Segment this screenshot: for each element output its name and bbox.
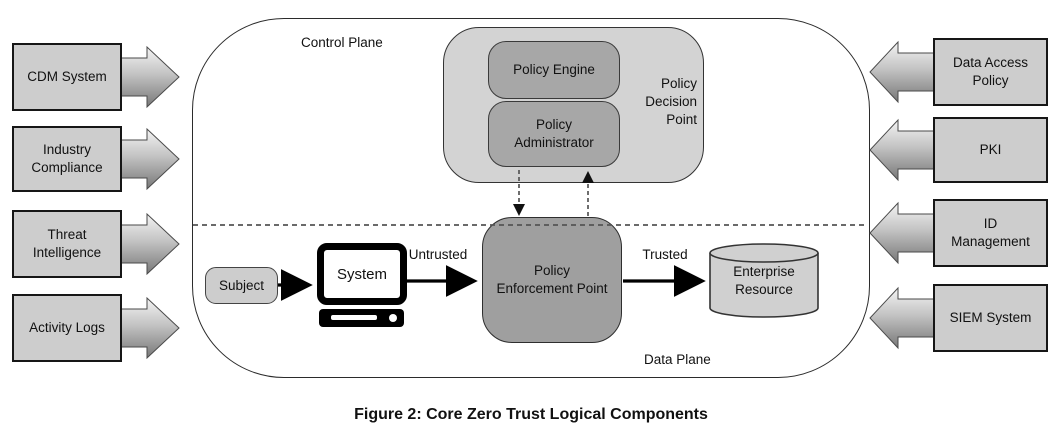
policy-decision-point-label: Policy Decision Point (645, 76, 697, 127)
input-arrow-icon (869, 286, 936, 350)
source-box-activity-logs: Activity Logs (12, 294, 122, 362)
source-box-data-access-policy: Data Access Policy (933, 38, 1048, 106)
input-arrow-icon (120, 45, 180, 109)
policy-engine-box: Policy Engine (488, 41, 620, 99)
source-box-threat-intelligence: Threat Intelligence (12, 210, 122, 278)
source-box-id-management: ID Management (933, 199, 1048, 267)
computer-slot (331, 315, 377, 320)
source-label: PKI (979, 142, 1002, 158)
input-arrow-icon (120, 127, 180, 191)
computer-dot (389, 314, 397, 322)
source-box-pki: PKI (933, 117, 1048, 183)
enterprise-resource-label: Enterprise Resource (733, 264, 795, 297)
source-box-siem-system: SIEM System (933, 284, 1048, 352)
input-arrow-icon (120, 212, 180, 276)
control-plane-label: Control Plane (301, 35, 383, 50)
policy-enforcement-point-box: Policy Enforcement Point (482, 217, 622, 343)
policy-engine-label: Policy Engine (513, 62, 595, 78)
input-arrow-icon (869, 40, 936, 104)
input-arrow-icon (120, 296, 180, 360)
source-label: Threat Intelligence (32, 227, 102, 260)
pep-label: Policy Enforcement Point (496, 262, 608, 296)
input-arrow-icon (869, 201, 936, 265)
source-label: CDM System (27, 69, 107, 85)
input-arrow-icon (869, 118, 936, 182)
computer-base-icon (319, 309, 404, 327)
untrusted-label: Untrusted (408, 247, 468, 262)
source-label: Data Access Policy (952, 55, 1029, 88)
source-box-industry-compliance: Industry Compliance (12, 126, 122, 192)
policy-administrator-label: Policy Administrator (514, 117, 594, 150)
subject-box: Subject (205, 267, 278, 304)
source-label: SIEM System (949, 310, 1032, 326)
source-label: Industry Compliance (31, 142, 103, 175)
source-label: Activity Logs (29, 320, 105, 336)
data-plane-label: Data Plane (644, 352, 711, 367)
system-label: System (336, 265, 387, 283)
subject-label: Subject (218, 278, 265, 293)
figure-caption: Figure 2: Core Zero Trust Logical Compon… (354, 406, 708, 423)
trusted-label: Trusted (642, 247, 688, 262)
computer-icon: System (317, 243, 407, 305)
source-label: ID Management (951, 216, 1030, 249)
source-box-cdm-system: CDM System (12, 43, 122, 111)
policy-administrator-box: Policy Administrator (488, 101, 620, 167)
